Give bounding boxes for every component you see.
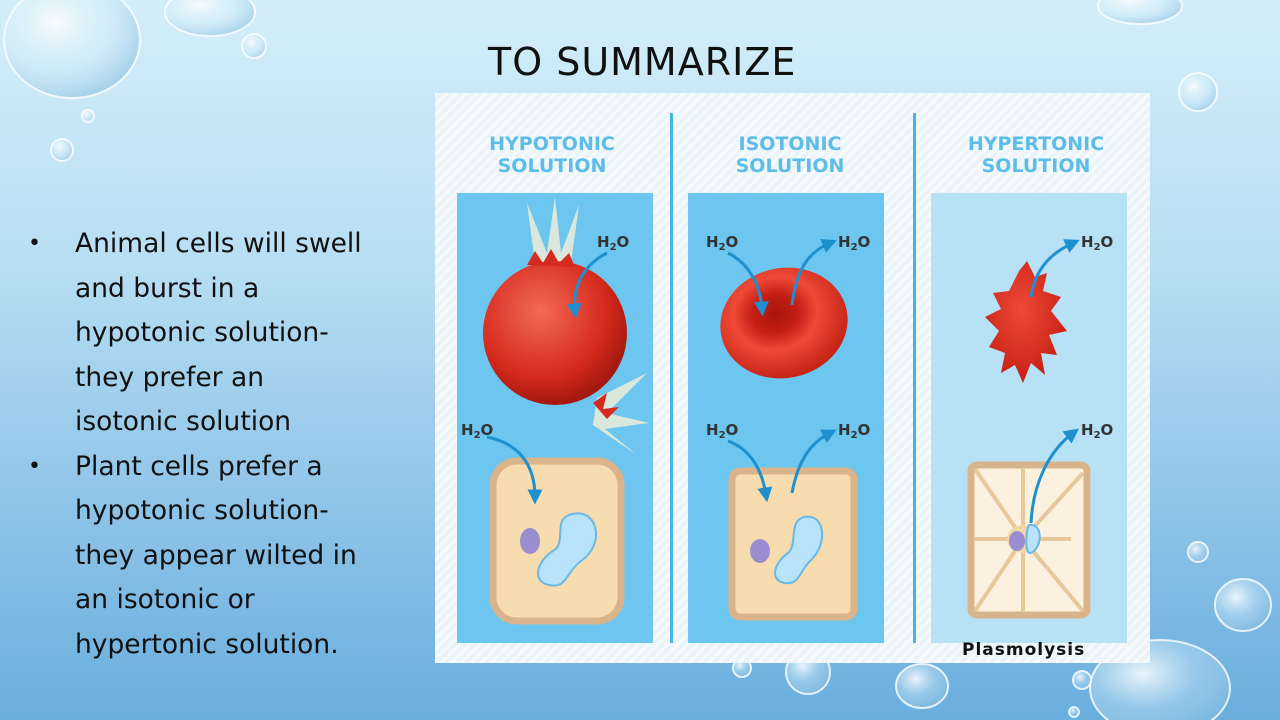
heading-isotonic: ISOTONIC SOLUTION [735,133,845,177]
tonicity-diagram: HYPOTONIC SOLUTION ISOTONIC SOLUTION HYP… [435,93,1150,663]
svg-text:H2O: H2O [838,421,870,441]
panel-hypertonic: H2O H2O [931,193,1127,643]
column-divider [670,113,673,643]
bullet-item-animal-cells: • Animal cells will swell and burst in a… [28,222,373,445]
heading-hypotonic: HYPOTONIC SOLUTION [489,133,615,177]
svg-text:H2O: H2O [706,421,738,441]
bullet-list: • Animal cells will swell and burst in a… [28,222,373,667]
normal-red-cell [720,267,848,379]
burst-spray [527,197,649,455]
shrunken-red-cell [985,261,1067,383]
bullet-marker: • [28,231,41,256]
heading-hypertonic: HYPERTONIC SOLUTION [967,133,1105,177]
column-divider [913,113,916,643]
svg-text:H2O: H2O [461,421,493,441]
slide-title: TO SUMMARIZE [488,40,797,84]
bullet-marker: • [28,453,41,479]
turgid-plant-cell [489,457,625,625]
svg-text:H2O: H2O [838,233,870,253]
bullet-text-animal-cells: Animal cells will swell and burst in a h… [75,228,362,437]
plasmolysis-caption: Plasmolysis [962,640,1086,660]
svg-text:H2O: H2O [706,233,738,253]
burst-red-cell [483,249,627,419]
svg-text:H2O: H2O [1081,421,1113,441]
panel-hypotonic: H2O H2O [457,193,653,643]
flaccid-plant-cell [728,467,858,621]
panel-isotonic: H2O H2O H2O H2O [688,193,884,643]
svg-text:H2O: H2O [1081,233,1113,253]
plasmolyzed-plant-cell [967,461,1091,619]
bullet-item-plant-cells: • Plant cells prefer a hypotonic solutio… [28,445,373,668]
svg-text:H2O: H2O [597,233,629,253]
bullet-text-plant-cells: Plant cells prefer a hypotonic solution-… [75,450,357,660]
